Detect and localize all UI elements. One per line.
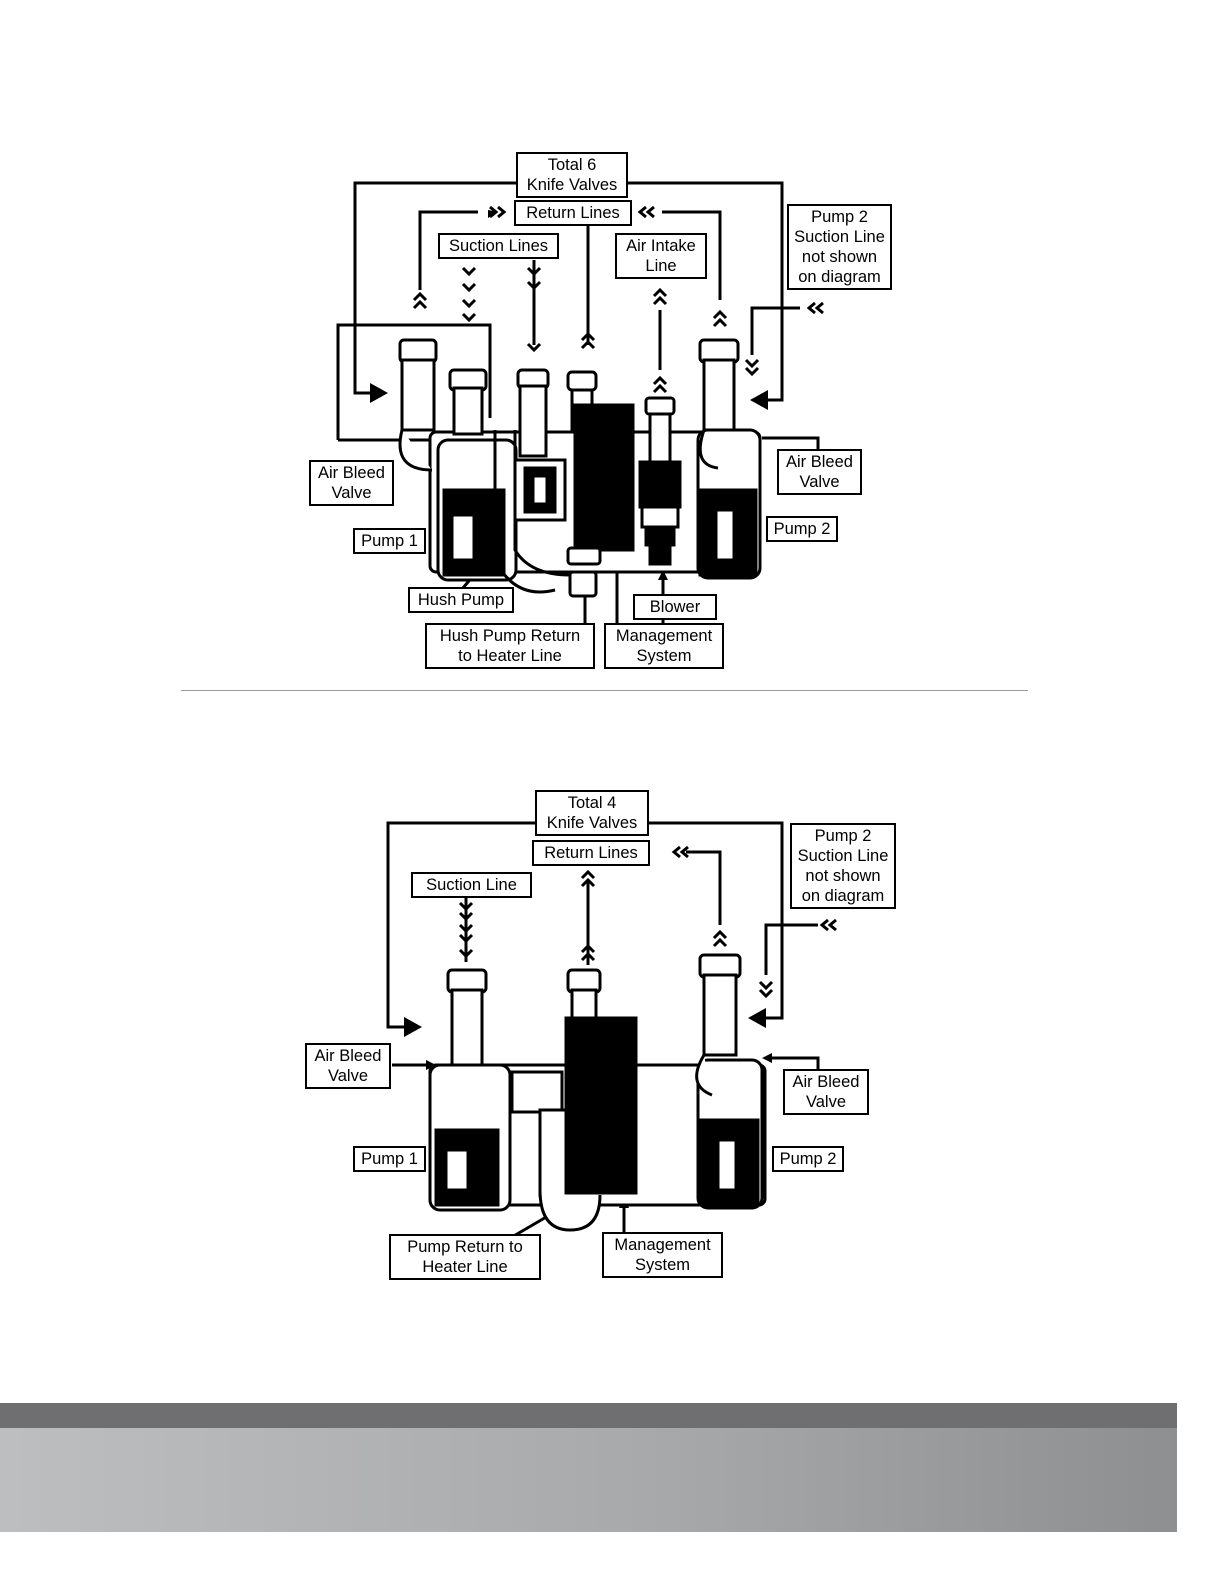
air-bleed-left-leader	[336, 323, 492, 440]
return-line-leader-left	[418, 210, 478, 290]
top-return-lines-label: Return Lines	[514, 200, 632, 226]
blower-body	[638, 460, 682, 509]
knife-valve-leader-left	[353, 181, 516, 395]
bottom-return-lines-label: Return Lines	[532, 840, 650, 866]
top-blower-label: Blower	[633, 594, 717, 620]
pump-return-leader-bottom	[511, 1214, 549, 1239]
management-system-body-bottom	[564, 1016, 638, 1195]
knife-valve-leader-left-bottom	[386, 821, 535, 1029]
top-equipment-diagram	[336, 181, 824, 623]
bottom-equipment-assembly	[428, 953, 767, 1232]
bottom-equipment-diagram	[386, 821, 837, 1239]
top-pump1-label: Pump 1	[353, 528, 426, 554]
return-line-leader-right	[662, 210, 722, 300]
return-line-leader-bottom	[686, 850, 722, 925]
top-equipment-assembly	[398, 338, 762, 598]
management-system-body	[573, 403, 635, 552]
top-pump2-label: Pump 2	[766, 516, 838, 542]
section-divider	[181, 690, 1028, 691]
bottom-pump2-label: Pump 2	[772, 1146, 844, 1172]
top-hush-pump-label: Hush Pump	[408, 587, 514, 613]
bottom-pump1-label: Pump 1	[353, 1146, 426, 1172]
air-bleed-right-leader-bottom	[770, 1056, 820, 1070]
bottom-suction-line-label: Suction Line	[411, 872, 532, 898]
knife-valve-leader-right	[628, 181, 784, 402]
knife-valve-leader-right-bottom	[649, 821, 784, 1020]
top-suction-lines-label: Suction Lines	[438, 233, 559, 259]
air-bleed-right-leader	[762, 436, 820, 450]
footer-band-dark	[0, 1403, 1177, 1428]
pump2-suction-leader	[750, 306, 800, 355]
pump2-suction-leader-bottom	[764, 923, 818, 975]
footer-band-light	[0, 1428, 1177, 1532]
